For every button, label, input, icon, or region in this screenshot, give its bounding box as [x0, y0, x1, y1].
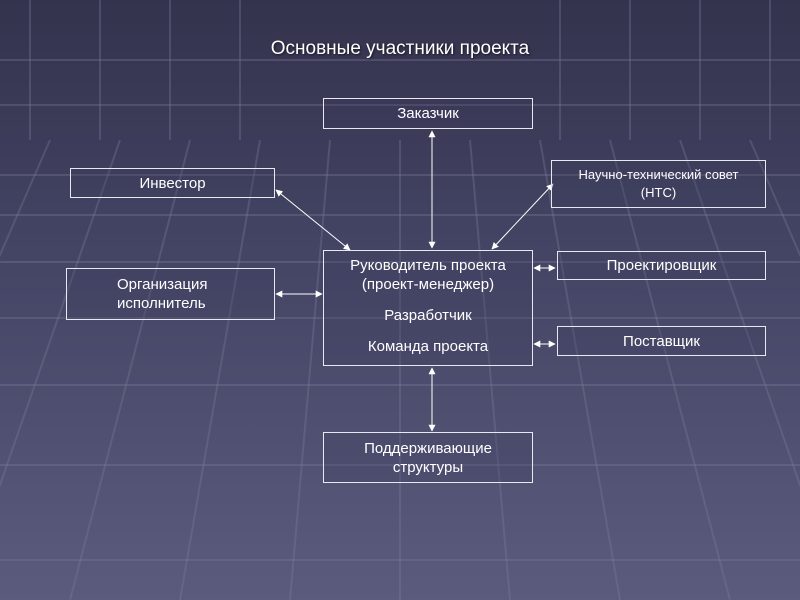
ntc-label-line1: Научно-технический совет [578, 167, 739, 182]
project-manager-box: Руководитель проекта (проект-менеджер) Р… [323, 250, 533, 366]
customer-label: Заказчик [397, 105, 459, 122]
support-label-line1: Поддерживающие [364, 439, 492, 457]
investor-label: Инвестор [139, 174, 206, 192]
customer-box: Заказчик [323, 98, 533, 129]
center-label-line3: Разработчик [384, 307, 472, 324]
supplier-box: Поставщик [557, 326, 766, 356]
ntc-label-line2: (НТС) [640, 185, 677, 200]
center-label-line2: (проект-менеджер) [361, 276, 495, 293]
center-label-line4: Команда проекта [367, 338, 489, 355]
supplier-label: Поставщик [623, 332, 700, 350]
executor-box: Организация исполнитель [66, 268, 275, 320]
ntc-box: Научно-технический совет (НТС) [551, 160, 766, 208]
support-label-line2: структуры [392, 458, 464, 476]
investor-box: Инвестор [70, 168, 275, 198]
slide-title: Основные участники проекта [270, 38, 530, 59]
center-label-line1: Руководитель проекта [350, 257, 506, 274]
designer-box: Проектировщик [557, 251, 766, 280]
executor-label-line1: Организация [117, 276, 208, 293]
designer-label: Проектировщик [606, 257, 717, 274]
support-structures-box: Поддерживающие структуры [323, 432, 533, 483]
executor-label-line2: исполнитель [117, 295, 206, 312]
